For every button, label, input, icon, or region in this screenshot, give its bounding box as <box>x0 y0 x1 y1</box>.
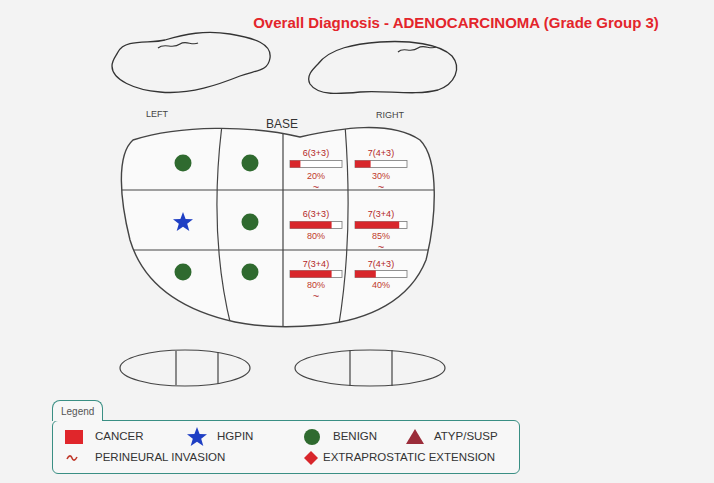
core-bar-fill <box>290 222 332 229</box>
cancer-swatch <box>65 430 83 444</box>
grid-lines <box>110 125 440 330</box>
legend-text: CANCER <box>95 431 144 443</box>
legend-text: BENIGN <box>333 431 377 443</box>
side-label: RIGHT <box>376 111 404 120</box>
perineural-tilde-sample <box>67 456 77 460</box>
legend-box <box>52 420 520 474</box>
gleason-score: 7(4+3) <box>368 260 394 269</box>
seminal-vesicle-fold <box>398 47 436 52</box>
seminal-vesicle <box>112 32 270 92</box>
core-percent: 20% <box>307 172 325 181</box>
core-percent: 30% <box>372 172 390 181</box>
core-bar-fill <box>290 271 332 278</box>
atyp-triangle-sample <box>406 429 424 444</box>
benign-swatch <box>304 429 320 445</box>
core-bar-fill <box>355 271 376 278</box>
side-label: LEFT <box>146 110 168 119</box>
gleason-score: 7(3+4) <box>303 260 329 269</box>
core-percent: 80% <box>307 232 325 241</box>
benign-dot <box>175 155 259 281</box>
core-bar <box>290 161 342 168</box>
gleason-score: 7(3+4) <box>368 210 394 219</box>
core-bar <box>290 222 342 229</box>
legend-text: EXTRAPROSTATIC EXTENSION <box>323 452 495 464</box>
core-percent: 85% <box>372 232 390 241</box>
diagram-title: Overall Diagnosis - ADENOCARCINOMA (Grad… <box>253 15 659 30</box>
prostate-outline <box>121 128 434 327</box>
gleason-score: 7(4+3) <box>368 149 394 158</box>
core-percent: 80% <box>307 281 325 290</box>
seminal-vesicle <box>309 42 457 94</box>
core-bar <box>355 222 407 229</box>
epe-diamond-sample <box>304 451 318 465</box>
hgpin-star <box>173 212 193 231</box>
gleason-score: 6(3+3) <box>303 149 329 158</box>
perineural-mark: ~ <box>378 242 384 253</box>
gleason-score: 6(3+3) <box>303 210 329 219</box>
core-percent: 40% <box>372 281 390 290</box>
perineural-mark: ~ <box>378 182 384 193</box>
region-label: BASE <box>266 118 298 130</box>
legend-text: ATYP/SUSP <box>434 431 498 443</box>
perineural-mark: ~ <box>313 291 319 302</box>
core-bar <box>355 161 407 168</box>
core-bar <box>290 271 342 278</box>
legend-tab: Legend <box>52 400 103 421</box>
legend-text: PERINEURAL INVASION <box>95 452 225 464</box>
perineural-mark: ~ <box>313 182 319 193</box>
hgpin-star-sample <box>187 427 207 446</box>
core-bars <box>290 161 407 278</box>
seminal-vesicle-fold <box>158 43 198 48</box>
core-bar-fill <box>355 161 371 168</box>
core-bar-fill <box>355 222 399 229</box>
apex-core <box>120 350 445 386</box>
core-bar-fill <box>290 161 300 168</box>
core-bar <box>355 271 407 278</box>
legend-text: HGPIN <box>217 431 253 443</box>
